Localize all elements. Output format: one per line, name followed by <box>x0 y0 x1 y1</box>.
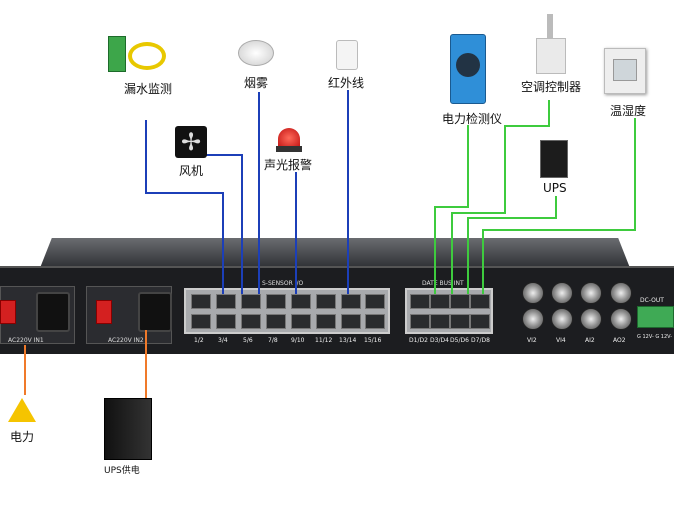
bnc-connector <box>522 282 544 304</box>
power-socket-2 <box>138 292 172 332</box>
ac-controller-label: 空调控制器 <box>521 80 582 94</box>
bnc-connector <box>551 308 573 330</box>
smoke-detector-icon <box>238 40 274 66</box>
ac-controller-icon <box>536 38 566 74</box>
bnc-connector <box>551 282 573 304</box>
water-leak-cable-icon <box>128 42 166 70</box>
power-socket-1 <box>36 292 70 332</box>
port-label: D5/D6 <box>450 337 469 344</box>
bnc-connector <box>610 308 632 330</box>
temp-humidity-sensor-icon <box>604 48 646 94</box>
port-label: AI2 <box>585 337 595 344</box>
ups-supply-label: UPS供电 <box>104 466 140 476</box>
sensor-io-label: S-SENSOR I/O <box>262 280 304 287</box>
mains-label: 电力 <box>10 430 35 444</box>
ac-sensor-probe <box>547 14 553 38</box>
infrared-sensor-icon <box>336 40 358 70</box>
water-leak-label: 漏水监测 <box>124 82 173 96</box>
temp-humidity-label: 温湿度 <box>610 104 647 118</box>
alarm-light-icon <box>278 128 300 148</box>
ac-in2-label: AC220V IN2 <box>108 337 144 344</box>
data-port-block <box>405 288 493 334</box>
power-switch-2[interactable] <box>96 300 112 324</box>
fan-label: 风机 <box>179 164 204 178</box>
high-voltage-icon <box>8 398 36 422</box>
alarm-base <box>276 146 302 152</box>
port-label: 11/12 <box>315 337 333 344</box>
port-label: VI4 <box>556 337 566 344</box>
power-meter-icon <box>450 34 486 104</box>
port-label: 15/16 <box>364 337 382 344</box>
port-label: 13/14 <box>339 337 357 344</box>
bnc-connector <box>522 308 544 330</box>
ups-supply-icon <box>104 398 152 460</box>
bnc-connector <box>580 308 602 330</box>
power-switch-1[interactable] <box>0 300 16 324</box>
ups-label: UPS <box>543 181 567 195</box>
port-label: VI2 <box>527 337 537 344</box>
port-label: 9/10 <box>291 337 305 344</box>
water-leak-sensor-icon <box>108 36 126 72</box>
port-label: D3/D4 <box>430 337 449 344</box>
dc-out-terminal <box>637 306 674 328</box>
sensor-port-block <box>184 288 390 334</box>
bnc-connector <box>610 282 632 304</box>
bus-label: DATE BUS INT <box>422 280 464 287</box>
bnc-connector <box>580 282 602 304</box>
port-label: 1/2 <box>194 337 204 344</box>
port-label: D1/D2 <box>409 337 428 344</box>
port-label: 7/8 <box>268 337 278 344</box>
port-label: 3/4 <box>218 337 228 344</box>
ac-in1-label: AC220V IN1 <box>8 337 44 344</box>
port-label: 5/6 <box>243 337 253 344</box>
dc-out-label: DC-OUT <box>640 297 664 304</box>
port-label: D7/D8 <box>471 337 490 344</box>
smoke-label: 烟雾 <box>244 76 269 90</box>
chassis-top <box>40 238 630 268</box>
dc-terminal-label: G 12V- G 12V- <box>637 334 673 340</box>
ups-icon <box>540 140 568 178</box>
power-meter-label: 电力检测仪 <box>442 112 503 126</box>
alarm-label: 声光报警 <box>264 158 313 172</box>
infrared-label: 红外线 <box>328 76 365 90</box>
port-label: AO2 <box>613 337 626 344</box>
fan-icon: ✢ <box>175 126 207 158</box>
